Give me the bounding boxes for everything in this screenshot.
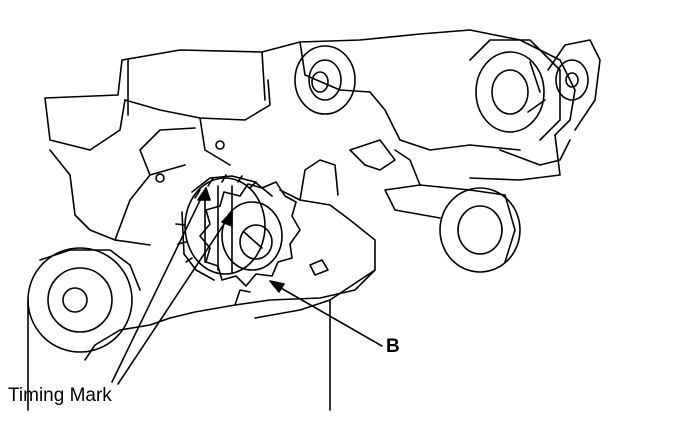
lower-right-pulley [384,149,521,273]
right-pulley [547,39,601,131]
timing-mark-label: Timing Mark [8,385,112,406]
lower-housing [84,159,376,411]
lower-left-pulley [27,247,133,411]
crankshaft-sprocket-b [199,181,301,287]
idler-pulley [294,45,356,115]
timing-mark-arrows [111,187,233,385]
part-b-label: B [386,336,400,357]
part-b-arrow [269,280,383,347]
left-block [39,127,396,291]
timing-sprocket [175,174,273,281]
alternator-pulley [469,39,561,141]
